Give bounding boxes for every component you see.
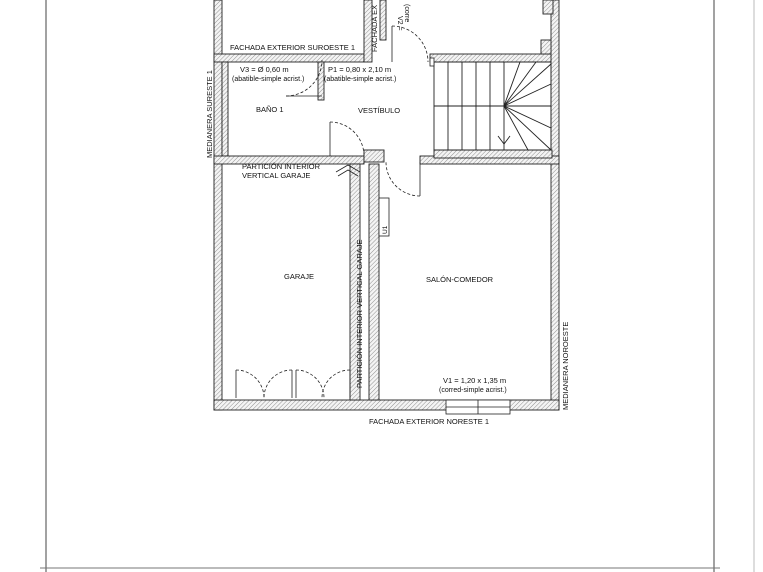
label-v1: V1 = 1,20 x 1,35 m bbox=[443, 376, 506, 385]
walls bbox=[213, 0, 560, 411]
label-fachada-noreste: FACHADA EXTERIOR NORESTE 1 bbox=[369, 417, 489, 426]
label-medianera-sureste: MEDIANERA SURESTE 1 bbox=[205, 70, 214, 158]
windows bbox=[378, 57, 511, 415]
label-particion-2: VERTICAL GARAJE bbox=[242, 171, 310, 180]
label-v2: V2 = bbox=[396, 16, 403, 31]
label-vestibulo: VESTÍBULO bbox=[358, 106, 400, 115]
label-salon: SALÓN-COMEDOR bbox=[426, 275, 494, 284]
label-particion-1: PARTICIÓN INTERIOR bbox=[242, 162, 321, 171]
label-fachada-suroeste: FACHADA EXTERIOR SUROESTE 1 bbox=[230, 43, 355, 52]
label-garaje: GARAJE bbox=[284, 272, 314, 281]
label-medianera-noroeste: MEDIANERA NOROESTE bbox=[561, 322, 570, 410]
label-v1-sub: (corred-simple acrist.) bbox=[439, 387, 507, 394]
label-v3: V3 = Ø 0,60 m bbox=[240, 65, 289, 74]
stairs bbox=[433, 61, 552, 151]
label-v3-sub: (abatible-simple acrist.) bbox=[232, 76, 304, 83]
label-fachada-vertical: FACHADA EX bbox=[370, 5, 379, 52]
labels: FACHADA EXTERIOR SUROESTE 1 FACHADA EX V… bbox=[205, 4, 570, 426]
label-p1-sub: (abatible-simple acrist.) bbox=[324, 76, 396, 83]
label-p1: P1 = 0,80 x 2,10 m bbox=[328, 65, 391, 74]
doors bbox=[235, 25, 429, 399]
label-u1: U1 bbox=[382, 225, 389, 234]
label-particion-vertical: PARTICIÓN INTERIOR VERTICAL GARAJE bbox=[355, 240, 364, 389]
label-v2-sub: (corre bbox=[403, 4, 410, 22]
label-bano: BAÑO 1 bbox=[256, 105, 284, 114]
